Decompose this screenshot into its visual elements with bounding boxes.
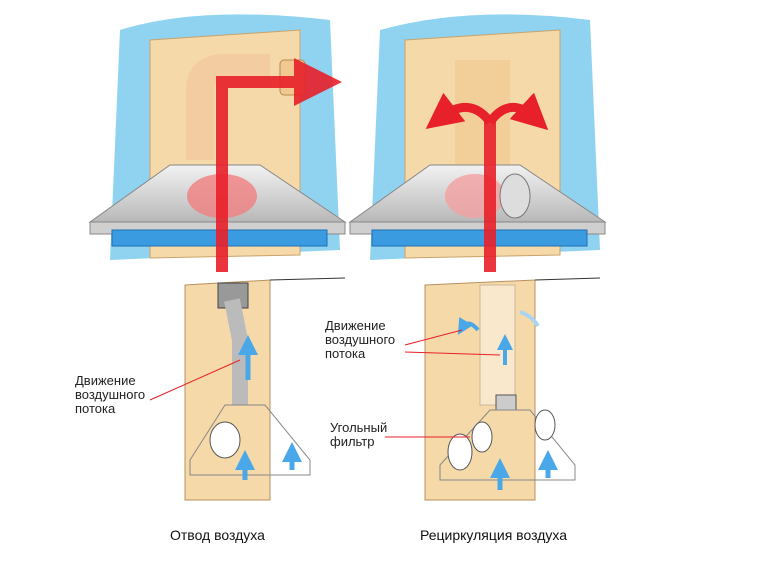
label-pointer <box>149 359 241 401</box>
label-pointer <box>404 329 463 346</box>
ceiling-line <box>534 277 601 281</box>
carbon-filter <box>447 433 473 471</box>
hood-wireframe <box>439 409 576 481</box>
exhaust-hood-illustration <box>88 14 347 272</box>
airflow-arrow <box>457 317 480 335</box>
fan <box>209 421 241 459</box>
airflow-label: Движение воздушного потока <box>75 373 149 416</box>
recirculation-schematic: Движение воздушного потока Угольный филь… <box>325 277 601 543</box>
exhaust-caption: Отвод воздуха <box>170 527 265 543</box>
duct <box>186 54 270 160</box>
airflow-arrow <box>216 58 342 272</box>
exhaust-schematic: Движение воздушного потока Отвод воздуха <box>75 277 346 543</box>
airflow-label: Движение воздушного потока <box>325 318 399 361</box>
airflow-arrow-left <box>425 92 494 129</box>
label-pointer <box>404 351 501 356</box>
carbon-filter-label: Угольный фильтр <box>330 420 391 449</box>
grease-filter <box>371 229 588 247</box>
carbon-filter <box>471 421 493 453</box>
recirculation-hood-illustration <box>348 14 607 272</box>
airflow-arrow-right <box>486 92 549 131</box>
motor <box>495 394 517 411</box>
airflow-arrow <box>519 310 540 328</box>
hood-wireframe <box>189 404 311 476</box>
carbon-filter <box>499 173 531 219</box>
ceiling-line <box>269 277 346 281</box>
carbon-filter <box>534 409 556 441</box>
recirculation-caption: Рециркуляция воздуха <box>420 527 567 543</box>
decorative-casing <box>479 284 516 406</box>
flexible-duct <box>224 298 248 405</box>
